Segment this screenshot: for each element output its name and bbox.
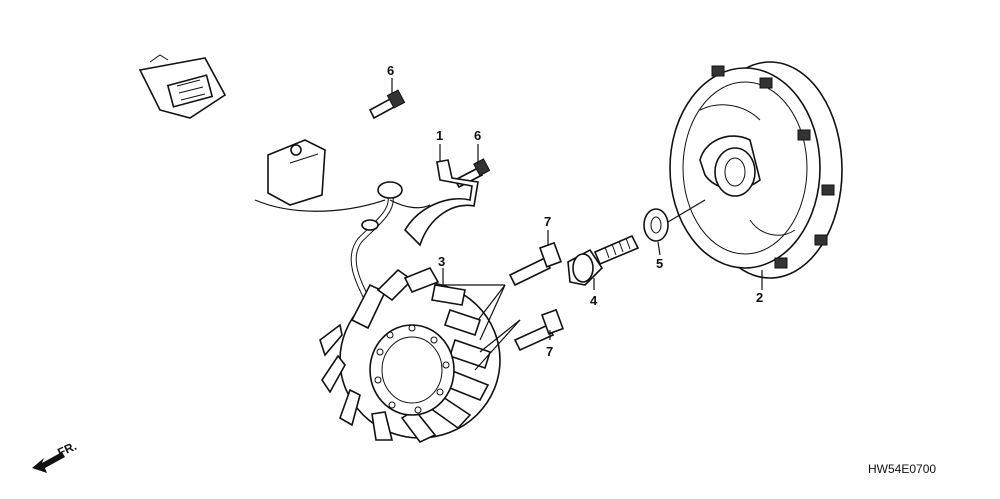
washer-5 xyxy=(643,208,669,242)
wire-clamp-block xyxy=(267,139,326,206)
bolt-7-lower xyxy=(513,308,564,352)
flange-bolt-4 xyxy=(567,234,640,286)
callout-4: 4 xyxy=(590,293,598,308)
connector xyxy=(138,54,227,119)
wire-grommet xyxy=(361,181,403,231)
stator-coils xyxy=(319,266,491,443)
flywheel-2 xyxy=(669,61,843,279)
leader-lines xyxy=(391,78,763,371)
bolt-6-upper xyxy=(368,89,406,120)
front-arrow-icon xyxy=(32,452,65,473)
stator-3 xyxy=(319,266,501,443)
front-label: FR. xyxy=(55,439,78,460)
flywheel-lugs xyxy=(711,65,835,269)
callout-6-upper: 6 xyxy=(387,63,394,78)
callout-6-lower: 6 xyxy=(474,128,481,143)
callout-3: 3 xyxy=(438,254,445,269)
callout-7-upper: 7 xyxy=(544,214,551,229)
diagram-code: HW54E0700 xyxy=(868,462,936,476)
stator-bolt-holes xyxy=(374,324,450,414)
front-indicator: FR. xyxy=(32,439,79,473)
callout-7-lower: 7 xyxy=(546,344,553,359)
bolt-7-upper xyxy=(508,241,562,287)
callout-1: 1 xyxy=(436,128,443,143)
wire-harness xyxy=(164,48,431,307)
bracket-1 xyxy=(403,159,479,247)
callout-5: 5 xyxy=(656,256,663,271)
callout-2: 2 xyxy=(756,290,763,305)
